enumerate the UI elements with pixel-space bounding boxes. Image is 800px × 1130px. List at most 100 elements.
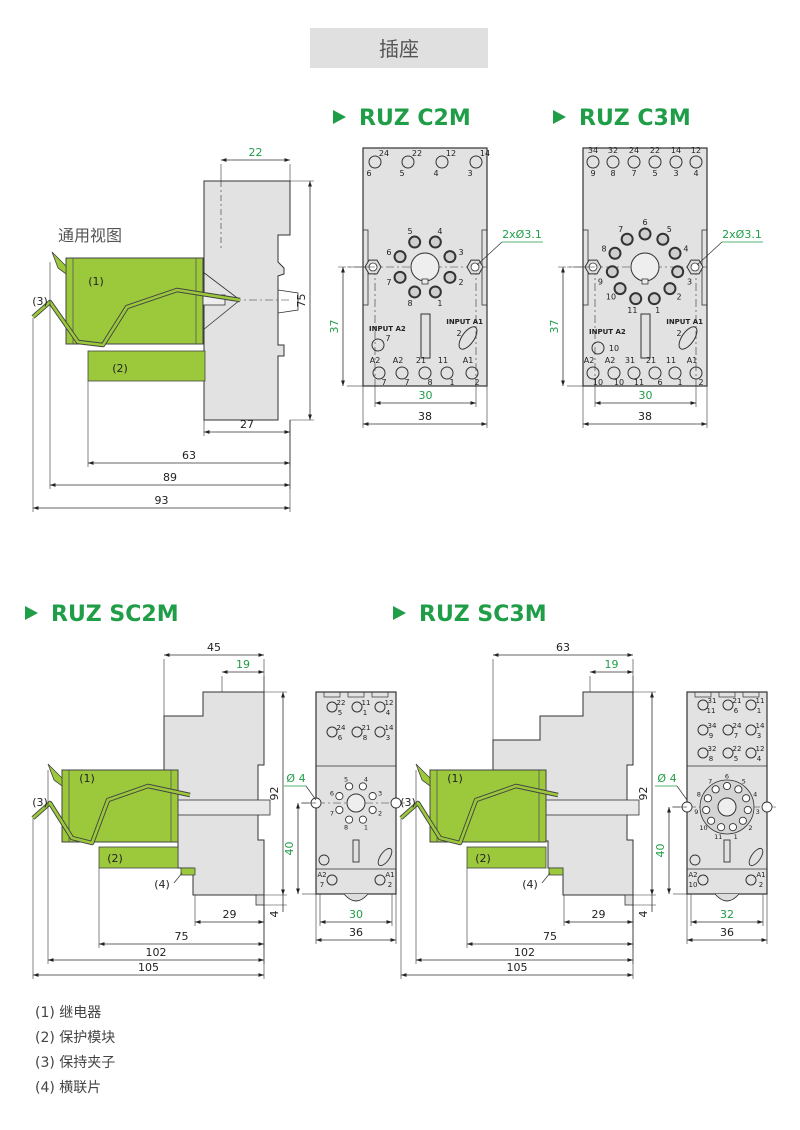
relay-tab [51, 251, 67, 275]
pin-label: 3 [756, 808, 760, 816]
callout-module: (2) [475, 852, 491, 865]
pin-label: 1 [364, 824, 368, 832]
terminal-label: 3 [386, 734, 390, 742]
pin-label: 2 [378, 809, 382, 817]
dimension-w32: 32 [690, 894, 764, 926]
socket-pin [358, 782, 367, 791]
terminal-label: 10 [614, 378, 624, 387]
socket-pin [711, 785, 720, 794]
terminal-label: 1 [449, 378, 454, 387]
terminal [669, 155, 683, 169]
dimension-label: 36 [720, 926, 734, 939]
terminal-label: 6 [734, 707, 739, 715]
terminal [668, 366, 682, 380]
dimension-w30: 30 [374, 386, 477, 407]
terminal-label: 6 [338, 734, 343, 742]
legend: (1) 继电器(2) 保护模块(3) 保持夹子(4) 横联片 [35, 1005, 115, 1096]
ruz-sc3m-title: RUZ SC3M [393, 602, 547, 627]
octal-pin [408, 235, 422, 249]
pin-label: 5 [408, 227, 413, 236]
holding-clip-fill [32, 784, 191, 845]
dimension-d93: 93 [32, 318, 291, 512]
protection-module [98, 846, 179, 869]
dimension-h75: 75 [290, 180, 314, 421]
oval-pin [678, 326, 698, 350]
dimension-label: 37 [328, 320, 341, 334]
dimension-label: 30 [349, 908, 363, 921]
callout-module: (2) [107, 852, 123, 865]
terminal [586, 155, 600, 169]
dimension-label: 75 [175, 930, 189, 943]
dimension-label: 30 [419, 389, 433, 402]
terminal-label: 12 [691, 146, 701, 155]
terminal-label: 21 [416, 356, 426, 365]
callout-clip: (3) [32, 796, 48, 809]
center-key-hole [630, 252, 660, 282]
dimension-d105: 105 [400, 818, 634, 979]
dimension-w38: 38 [582, 386, 708, 428]
dimension-label: 40 [654, 844, 667, 858]
center-key-hole [410, 252, 440, 282]
dimension-label: 40 [283, 842, 296, 856]
terminal [689, 366, 703, 380]
pin-label: 7 [386, 278, 391, 287]
dimension-label: 4 [637, 911, 650, 918]
terminal-label: 8 [363, 734, 367, 742]
terminal-label: A2 [584, 356, 595, 365]
terminal-label: 12 [385, 699, 394, 707]
octal-pin [668, 246, 682, 260]
latch-tab [714, 893, 740, 902]
pin-label: 8 [408, 299, 413, 308]
socket-pin [734, 785, 743, 794]
pin-label: 2 [676, 292, 681, 301]
terminal [722, 699, 734, 711]
terminal [697, 747, 709, 759]
relay-body [429, 769, 547, 843]
terminal-label: 21 [362, 724, 371, 732]
terminal-label: 12 [756, 745, 765, 753]
terminal-label: 5 [338, 709, 342, 717]
socket-front-ruz-sc3m: 3111216111349247143328225124123456789101… [672, 691, 777, 902]
terminal [465, 366, 479, 380]
terminal-label: 6 [657, 378, 662, 387]
oval-pin [458, 326, 478, 350]
terminal-label: A1 [687, 356, 698, 365]
terminal-label: 5 [734, 755, 738, 763]
pin-label: 9 [694, 808, 698, 816]
dimension-label: 38 [638, 410, 652, 423]
octal-pin [408, 285, 422, 299]
play-triangle-icon [333, 110, 346, 124]
dimension-label: 29 [223, 908, 237, 921]
dimension-label: 22 [249, 146, 263, 159]
terminal [627, 366, 641, 380]
dimension-label: 30 [639, 389, 653, 402]
pin-label: 2 [748, 824, 752, 832]
legend-item: (4) 横联片 [35, 1080, 101, 1096]
terminal-label: 22 [412, 149, 422, 158]
slot [352, 839, 360, 863]
octal-pin [393, 270, 407, 284]
terminal-label: 3 [757, 732, 761, 740]
terminal-label: 22 [337, 699, 346, 707]
terminal-label: A2 [393, 356, 404, 365]
general-view: 通用视图(1)(2)(3) [31, 180, 299, 421]
pin-label: 4 [753, 791, 757, 799]
pin-label: 4 [683, 244, 688, 253]
pin-label: 3 [378, 790, 382, 798]
terminal [326, 726, 338, 738]
pin-label: 2 [458, 278, 463, 287]
relay-body [61, 769, 179, 843]
hole-diameter-label: 2xØ3.1 [722, 228, 762, 241]
terminal-label: 7 [381, 378, 386, 387]
dimension-h37: 37 [548, 266, 595, 387]
terminal [648, 366, 662, 380]
dimension-w36: 36 [686, 894, 768, 944]
input-a1-label: INPUT A1 [666, 318, 703, 326]
protection-module [466, 846, 547, 869]
dimension-h40: 40 [654, 806, 687, 895]
hole-diameter-label: Ø 4 [657, 772, 676, 785]
pin-label: 10 [606, 292, 616, 301]
pin-label: 7 [330, 809, 334, 817]
terminal [722, 747, 734, 759]
